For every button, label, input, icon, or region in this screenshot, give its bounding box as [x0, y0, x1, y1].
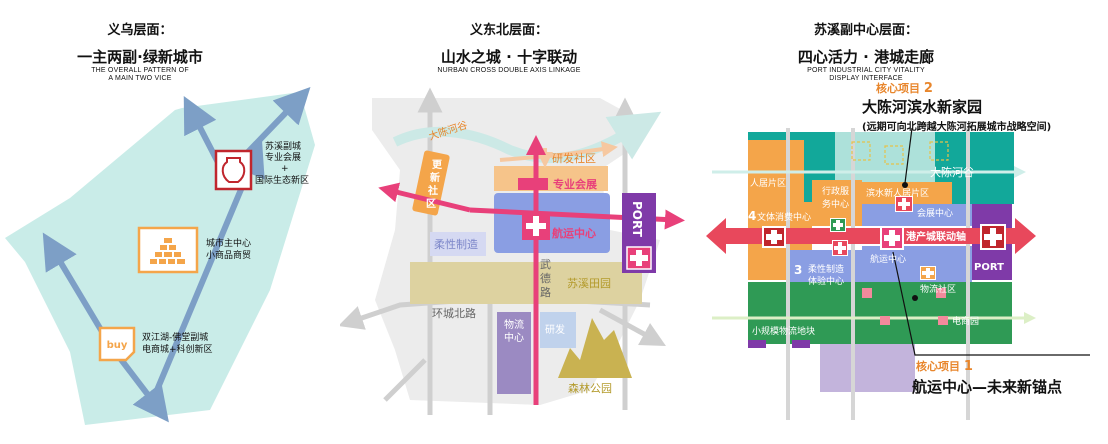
- hangyun3-label: 航运中心: [870, 253, 906, 265]
- axis-arrow-main: [149, 139, 265, 404]
- suxi-label-4: 国际生态新区: [255, 174, 309, 186]
- zone-wuliu: [497, 312, 531, 394]
- hangyun-label: 航运中心: [552, 226, 596, 240]
- gengxin-label-2: 新: [430, 171, 440, 184]
- zone-huizhan: [862, 204, 972, 226]
- cross-icon-green: [830, 218, 846, 232]
- gengxin-label-3: 社: [427, 184, 438, 197]
- wude-label-1: 武: [540, 258, 551, 271]
- num4-label: 4: [748, 209, 756, 223]
- river-label3: 大陈河谷: [930, 165, 974, 179]
- huizhan-marker: [518, 178, 548, 190]
- cross-icon-port: [980, 224, 1006, 250]
- shuangjiang-label-2: 电商城+科创新区: [142, 343, 213, 355]
- main-label-1: 城市主中心: [206, 237, 251, 249]
- huizhan-label: 专业会展: [553, 177, 598, 191]
- buy-icon-text: buy: [107, 340, 128, 351]
- dianshang-label: 电商园: [952, 315, 979, 327]
- huancheng-label: 环城北路: [432, 307, 476, 320]
- project2-label: 核心项目: [876, 82, 920, 95]
- zone-yanfa2: [540, 312, 576, 348]
- suxi-label-1: 苏溪副城: [265, 140, 301, 152]
- gengxin-label-4: 区: [426, 198, 436, 210]
- project1-name: 航运中心—未来新锚点: [912, 378, 1063, 396]
- project1-label: 核心项目: [916, 360, 960, 373]
- panel1-subtitle-en-1: THE OVERALL PATTERN OF: [91, 67, 189, 74]
- project2-tag: 核心项目 2: [876, 80, 933, 96]
- project2-desc: (远期可向北跨越大陈河拓展城市战略空间): [862, 122, 1052, 133]
- cross-icon-hangyun: [880, 226, 904, 250]
- cross-icon-wenti: [762, 226, 786, 248]
- panel1-level: 义乌层面：: [107, 23, 173, 38]
- buy-icon: buy: [98, 326, 136, 362]
- panel1-subtitle-en-2: A MAIN TWO VICE: [108, 75, 172, 82]
- panel1-diagram: 苏溪副城 专业会展 + 国际生态新区 城市主中心 小商品商贸 buy 双江湖-佛…: [5, 87, 315, 425]
- forest-mountain: [558, 318, 632, 378]
- project2-num: 2: [923, 81, 933, 96]
- xingzheng-label-1: 行政服: [822, 185, 849, 197]
- project1-tag: 核心项目 1: [916, 358, 973, 374]
- binshui-label: 滨水新人居片区: [866, 187, 929, 199]
- hangyun-cross-icon: [522, 212, 550, 240]
- panel2-diagram: 大陈河谷 研发社区 更 新 社 区 专业会展 PORT 航运中心 柔性制造 武 …: [340, 87, 685, 415]
- rouxing3-label-1: 柔性制造: [808, 263, 844, 275]
- zone-hangyun: [494, 193, 610, 253]
- panel1-header: 义乌层面： 一主两副·绿新城市 THE OVERALL PATTERN OF A…: [40, 23, 240, 83]
- num3-label: 3: [794, 263, 802, 277]
- shuangjiang-label-1: 双江湖-佛堂副城: [142, 331, 208, 343]
- yanfa-label: 研发社区: [552, 151, 596, 165]
- project2-name: 大陈河滨水新家园: [862, 98, 983, 116]
- wuliu-label-1: 物流: [504, 318, 524, 331]
- zone-yanfa: [494, 166, 608, 191]
- panel3-subtitle-en-1: PORT INDUSTRIAL CITY VITALITY: [807, 67, 925, 74]
- zone-rouxing3: [790, 250, 862, 282]
- vase-icon: [214, 149, 253, 191]
- xiaoguimo-label: 小规模物流地块: [752, 325, 815, 337]
- wuliu3-label: 物流社区: [920, 283, 956, 295]
- suxi-label-3: +: [281, 164, 289, 174]
- wude-label-2: 德: [540, 271, 551, 285]
- port3-label: PORT: [974, 262, 1004, 273]
- renju-label: 人居片区: [750, 177, 786, 189]
- zone-rouxing: [430, 232, 486, 256]
- wude-label-3: 路: [540, 286, 551, 299]
- zone-binshui: [862, 182, 952, 204]
- cross-icon-xingzheng: [832, 240, 848, 256]
- gengxin-label-1: 更: [432, 159, 443, 171]
- port-label: PORT: [630, 201, 644, 238]
- suxi-label-2: 专业会展: [265, 151, 301, 163]
- gangchan-label: 港产城联动轴: [906, 230, 966, 243]
- panel3-diagram: 大陈河谷 人居片区 行政服 务中心 滨水新人居片区 会展中心 4 文体消费中心 …: [706, 127, 1090, 420]
- panel2-level: 义东北层面：: [469, 23, 548, 38]
- panel2-header: 义东北层面： 山水之城 · 十字联动 NURBAN CROSS DOUBLE A…: [409, 23, 609, 75]
- panel1-title: 一主两副·绿新城市: [77, 48, 203, 66]
- panel3-header: 苏溪副中心层面： 四心活力 · 港城走廊 PORT INDUSTRIAL CIT…: [766, 23, 966, 83]
- pyramid-icon: [137, 226, 199, 274]
- panel3-title: 四心活力 · 港城走廊: [797, 48, 935, 66]
- project1-num: 1: [963, 359, 973, 374]
- wuliu-label-2: 中心: [504, 331, 524, 344]
- port-cross-icon: [626, 246, 652, 270]
- zone-tianyuan: [410, 262, 642, 304]
- cross-icon-wuliu: [920, 266, 936, 280]
- panel3-subtitle-en-2: DISPLAY INTERFACE: [829, 75, 903, 82]
- huizhan-label3: 会展中心: [917, 207, 953, 219]
- rouxing-label: 柔性制造: [434, 237, 478, 251]
- wenti-label: 文体消费中心: [757, 211, 811, 223]
- panel2-subtitle-en: NURBAN CROSS DOUBLE AXIS LINKAGE: [437, 67, 581, 74]
- panel3-level: 苏溪副中心层面：: [813, 23, 918, 38]
- tianyuan-label: 苏溪田园: [567, 277, 611, 290]
- main-axis: [706, 218, 1036, 254]
- main-label-2: 小商品商贸: [206, 249, 251, 261]
- yanfa2-label: 研发: [545, 323, 565, 336]
- xingzheng-label-2: 务中心: [822, 198, 849, 210]
- rouxing3-label-2: 体验中心: [808, 275, 844, 287]
- cross-icon-binshui: [895, 196, 913, 212]
- senlin-label: 森林公园: [568, 381, 612, 395]
- panel2-title: 山水之城 · 十字联动: [440, 48, 578, 66]
